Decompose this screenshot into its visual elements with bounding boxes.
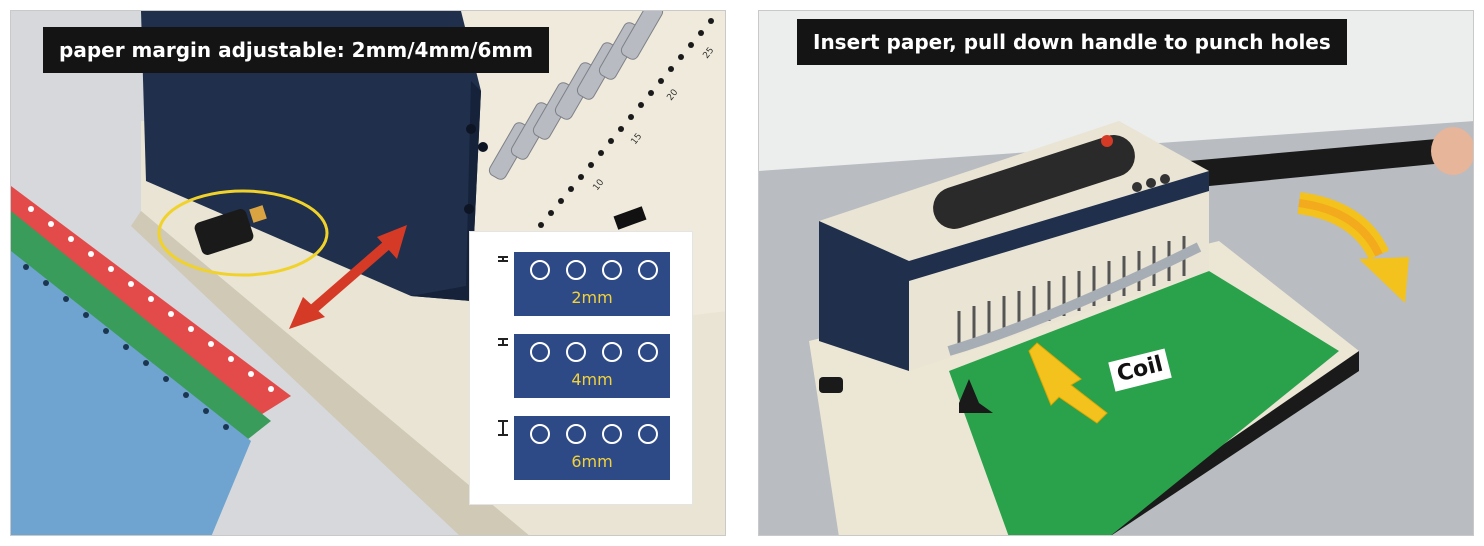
guide-knob-icon [959,379,993,413]
power-button-icon [1101,135,1113,147]
paper-holes-blue [23,264,229,430]
paper-green [11,211,271,451]
margin-marker-icon [498,420,508,436]
margin-marker-icon [498,338,508,346]
margin-option-row: 2mm [470,252,692,318]
machine-base-edge [131,211,529,535]
margin-marker-icon [498,256,508,262]
grip [933,135,1135,229]
margin-knob-icon [194,205,267,255]
punch-end-cap [819,221,909,371]
margin-options-card: 2mm 4mm 6mm [469,231,693,505]
left-panel: 5 10 15 20 25 [10,10,726,536]
green-cover [949,271,1339,535]
comb-fingers [488,11,664,180]
margin-option-box: 6mm [514,416,670,480]
right-panel: Insert paper, pull down handle to punch … [758,10,1474,536]
punch-top-trim [909,171,1209,281]
caption-right: Insert paper, pull down handle to punch … [797,19,1347,65]
paper-red [11,186,291,421]
curved-arrow-icon [1297,192,1409,303]
margin-option-label: 2mm [571,288,613,307]
margin-option-box: 4mm [514,334,670,398]
screw-icon [466,124,476,134]
margin-option-label: 4mm [571,370,613,389]
hand [1431,127,1473,175]
screw-icon [478,142,488,152]
insert-arrow-icon [1028,342,1108,424]
hole-icon [530,260,550,280]
machine-body-side [411,81,481,301]
hole-icon [638,260,658,280]
handle [1189,127,1473,187]
hole-icon [602,260,622,280]
control-icons [1132,174,1170,192]
screw-icon [464,204,474,214]
margin-option-box: 2mm [514,252,670,316]
hole-icon [638,424,658,444]
hole-icon [566,260,586,280]
hole-icon [602,424,622,444]
hole-icon [530,342,550,362]
hole-icon [638,342,658,362]
margin-option-label: 6mm [571,452,613,471]
double-arrow-icon [289,225,407,329]
hole-icon [602,342,622,362]
margin-option-row: 4mm [470,334,692,400]
paper-holes [28,206,274,392]
coil [947,242,1202,356]
machine-body [141,11,481,301]
hole-icon [566,424,586,444]
hole-icon [566,342,586,362]
paper-blue [11,251,251,535]
hole-icon [530,424,550,444]
caption-left: paper margin adjustable: 2mm/4mm/6mm [43,27,550,73]
right-scene [759,11,1473,535]
slot [613,206,647,230]
highlight-ellipse-icon [157,189,329,277]
knob-icon [819,377,843,393]
margin-option-row: 6mm [470,416,692,482]
